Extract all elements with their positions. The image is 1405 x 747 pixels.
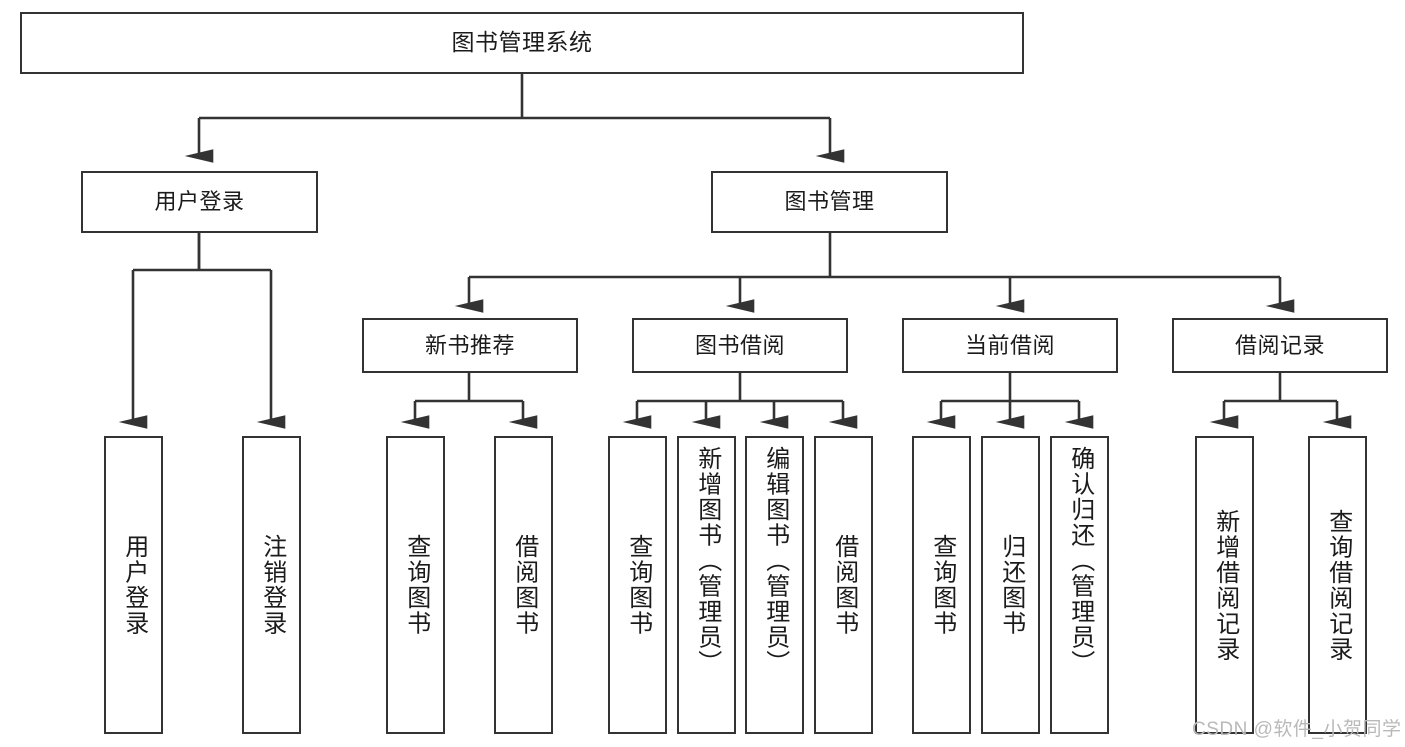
leaf-borrow-add-book-admin[interactable]: 新增图书（管理员） bbox=[677, 436, 736, 734]
leaf-recommend-borrow-book[interactable]: 借阅图书 bbox=[494, 436, 553, 734]
node-label: 图书借阅 bbox=[694, 332, 785, 358]
node-label: 借阅图书 bbox=[830, 534, 858, 636]
node-borrow-record[interactable]: 借阅记录 bbox=[1172, 318, 1388, 373]
node-label: 新增图书（管理员） bbox=[693, 446, 721, 676]
node-book-management[interactable]: 图书管理 bbox=[711, 171, 948, 233]
node-label: 归还图书 bbox=[997, 534, 1025, 636]
node-user-login[interactable]: 用户登录 bbox=[81, 171, 318, 233]
node-label: 查询借阅记录 bbox=[1324, 508, 1352, 662]
leaf-recommend-query-book[interactable]: 查询图书 bbox=[386, 436, 445, 734]
node-new-book-recommend[interactable]: 新书推荐 bbox=[362, 318, 578, 373]
leaf-record-query-record[interactable]: 查询借阅记录 bbox=[1308, 436, 1367, 734]
leaf-current-confirm-return-admin[interactable]: 确认归还（管理员） bbox=[1050, 436, 1109, 734]
node-label: 用户登录 bbox=[154, 189, 245, 215]
leaf-borrow-borrow-book[interactable]: 借阅图书 bbox=[814, 436, 873, 734]
node-label: 注销登录 bbox=[258, 534, 286, 636]
leaf-user-login-signin[interactable]: 用户登录 bbox=[104, 436, 163, 734]
csdn-watermark: CSDN @软件_小贺同学 bbox=[1192, 719, 1402, 740]
node-root-system[interactable]: 图书管理系统 bbox=[20, 12, 1024, 74]
leaf-user-login-signout[interactable]: 注销登录 bbox=[242, 436, 301, 734]
node-label: 图书管理系统 bbox=[451, 29, 593, 56]
leaf-current-query-book[interactable]: 查询图书 bbox=[912, 436, 971, 734]
node-label: 查询图书 bbox=[402, 534, 430, 636]
node-label: 借阅图书 bbox=[510, 534, 538, 636]
node-label: 查询图书 bbox=[624, 534, 652, 636]
leaf-current-return-book[interactable]: 归还图书 bbox=[981, 436, 1040, 734]
node-label: 借阅记录 bbox=[1234, 332, 1325, 358]
node-current-borrow[interactable]: 当前借阅 bbox=[902, 318, 1118, 373]
node-label: 新书推荐 bbox=[424, 332, 515, 358]
leaf-borrow-query-book[interactable]: 查询图书 bbox=[608, 436, 667, 734]
node-label: 新增借阅记录 bbox=[1211, 508, 1239, 662]
node-label: 用户登录 bbox=[120, 534, 148, 636]
leaf-borrow-edit-book-admin[interactable]: 编辑图书（管理员） bbox=[745, 436, 804, 734]
node-label: 确认归还（管理员） bbox=[1066, 446, 1094, 676]
leaf-record-add-record[interactable]: 新增借阅记录 bbox=[1195, 436, 1254, 734]
node-label: 查询图书 bbox=[928, 534, 956, 636]
node-label: 图书管理 bbox=[784, 189, 875, 215]
node-label: 编辑图书（管理员） bbox=[761, 446, 789, 676]
node-book-borrow[interactable]: 图书借阅 bbox=[632, 318, 848, 373]
node-label: 当前借阅 bbox=[964, 332, 1055, 358]
